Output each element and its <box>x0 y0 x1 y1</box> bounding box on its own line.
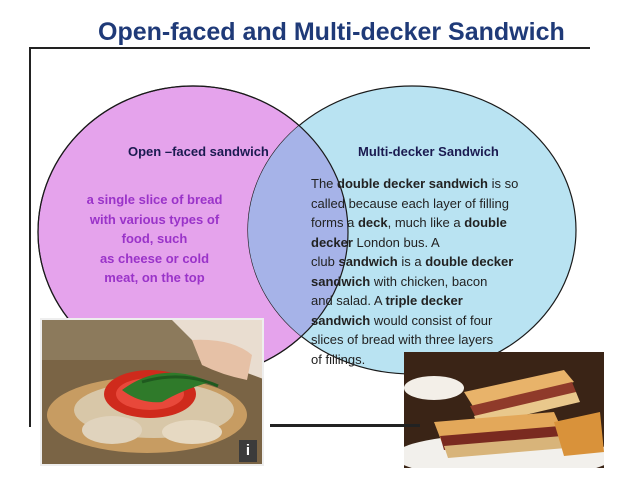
right-desc-run: is a <box>397 254 426 269</box>
top-divider <box>30 47 590 49</box>
right-desc-run: with chicken, bacon <box>370 273 488 289</box>
slide-title: Open-faced and Multi-decker Sandwich <box>98 18 565 46</box>
right-desc-run: London bus. A <box>352 234 440 250</box>
right-desc-run: decker <box>311 234 353 250</box>
right-circle-label: Multi-decker Sandwich <box>358 144 499 159</box>
left-desc-line: with various types of <box>89 211 220 227</box>
left-desc-line: as cheese or cold <box>99 250 210 266</box>
right-desc-run: forms a <box>311 215 358 230</box>
right-desc-run: double <box>464 215 507 230</box>
right-desc-line: sandwich would consist of four <box>311 311 545 331</box>
right-desc-run: of fillings. <box>311 351 366 367</box>
right-desc-line: of fillings. <box>311 350 545 370</box>
right-desc-run: sandwich <box>338 254 398 269</box>
multi-decker-sandwich-photo <box>404 352 604 468</box>
left-circle-label: Open –faced sandwich <box>128 144 269 159</box>
right-desc-line: called because each layer of filling <box>311 194 545 214</box>
left-circle-description: a single slice of bread with various typ… <box>72 190 237 288</box>
right-desc-run: triple decker <box>385 293 463 308</box>
right-desc-run: club <box>311 254 339 269</box>
right-desc-line: club sandwich is a double decker <box>311 252 545 272</box>
left-desc-line: meat, on the top <box>104 270 205 285</box>
right-desc-run: sandwich <box>311 273 371 289</box>
left-divider <box>29 47 31 427</box>
right-desc-run: double decker <box>425 254 514 269</box>
right-desc-run: and salad. A <box>311 293 386 308</box>
left-desc-line: a single slice of bread <box>86 192 223 207</box>
open-faced-sandwich-photo <box>40 318 264 466</box>
right-desc-run: would consist of four <box>370 312 493 328</box>
right-desc-run: , much like a <box>387 215 465 230</box>
right-desc-run: double decker sandwich <box>337 176 489 191</box>
right-desc-run: is so <box>488 176 519 191</box>
right-desc-line: The double decker sandwich is so <box>311 174 545 194</box>
left-desc-line: food, such <box>121 231 188 246</box>
right-desc-run: The <box>311 176 338 191</box>
right-desc-run: slices of bread with three layers <box>311 332 494 347</box>
bottom-divider <box>270 424 420 427</box>
right-desc-run: deck <box>357 215 388 230</box>
right-desc-run: sandwich <box>311 312 371 328</box>
right-desc-line: slices of bread with three layers <box>311 330 545 350</box>
right-desc-line: forms a deck, much like a double <box>311 213 545 233</box>
right-desc-line: and salad. A triple decker <box>311 291 545 311</box>
right-desc-line: sandwich with chicken, bacon <box>311 272 545 292</box>
right-desc-run: called because each layer of filling <box>311 195 510 211</box>
right-desc-line: decker London bus. A <box>311 233 545 253</box>
info-badge[interactable]: i <box>239 440 257 462</box>
